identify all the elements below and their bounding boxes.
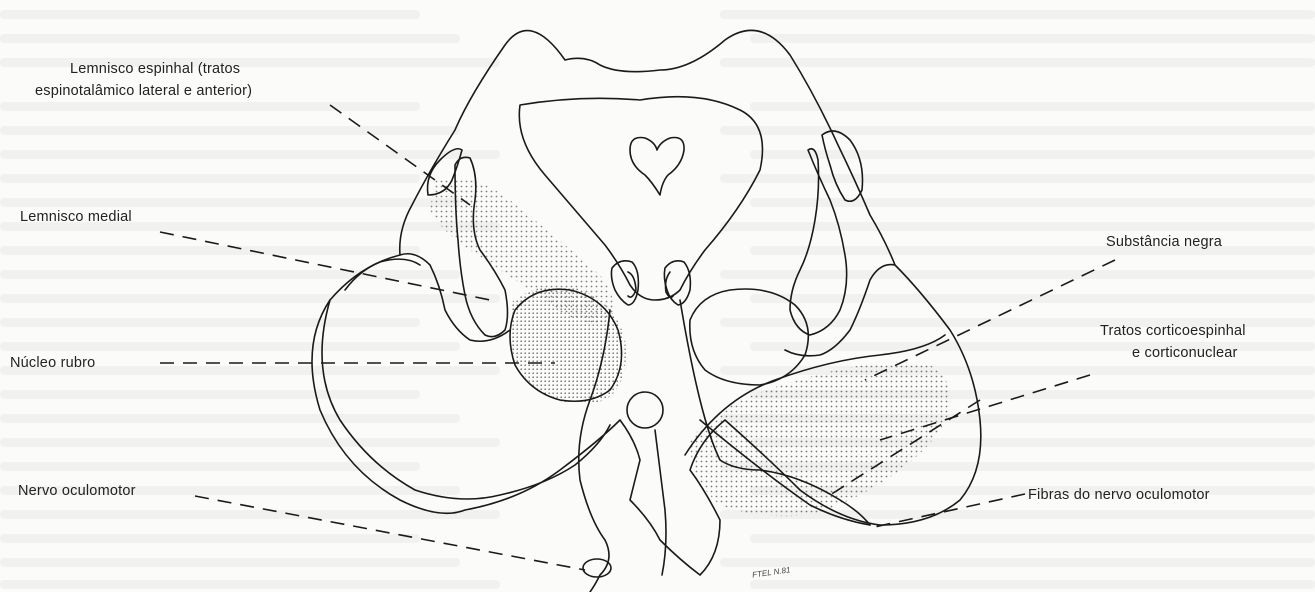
oculomotor-nerve-section — [583, 559, 611, 577]
right-lateral-structure-1 — [822, 131, 863, 201]
label-lemnisco-espinhal-line2: espinotalâmico lateral e anterior) — [35, 82, 252, 100]
label-tratos-line2: e corticonuclear — [1132, 344, 1238, 362]
cerebral-aqueduct — [630, 138, 684, 196]
interpeduncular-circle — [627, 392, 663, 428]
label-fibras-oculomotor: Fibras do nervo oculomotor — [1028, 486, 1210, 504]
leader-nervo-oculomotor — [195, 496, 585, 570]
right-lateral-structure-2 — [790, 149, 847, 335]
label-substancia-negra: Substância negra — [1106, 233, 1222, 251]
right-oculomotor-nucleus-inner — [666, 272, 674, 297]
left-tegmentum-fold — [400, 254, 510, 342]
midbrain-outer-contour — [312, 30, 981, 575]
label-nervo-oculomotor: Nervo oculomotor — [18, 482, 136, 500]
leader-fibras-oculomotor — [870, 494, 1025, 528]
label-tratos-line1: Tratos corticoespinhal — [1100, 322, 1246, 340]
corticospinal-stipple — [690, 362, 951, 516]
leader-substancia-negra — [865, 260, 1115, 380]
midline-fibers — [655, 430, 666, 575]
label-lemnisco-espinhal-line1: Lemnisco espinhal (tratos — [70, 60, 240, 78]
leader-lemnisco-espinhal — [330, 105, 470, 205]
label-lemnisco-medial: Lemnisco medial — [20, 208, 132, 226]
leader-lemnisco-medial — [160, 232, 490, 300]
label-nucleo-rubro: Núcleo rubro — [10, 354, 95, 372]
